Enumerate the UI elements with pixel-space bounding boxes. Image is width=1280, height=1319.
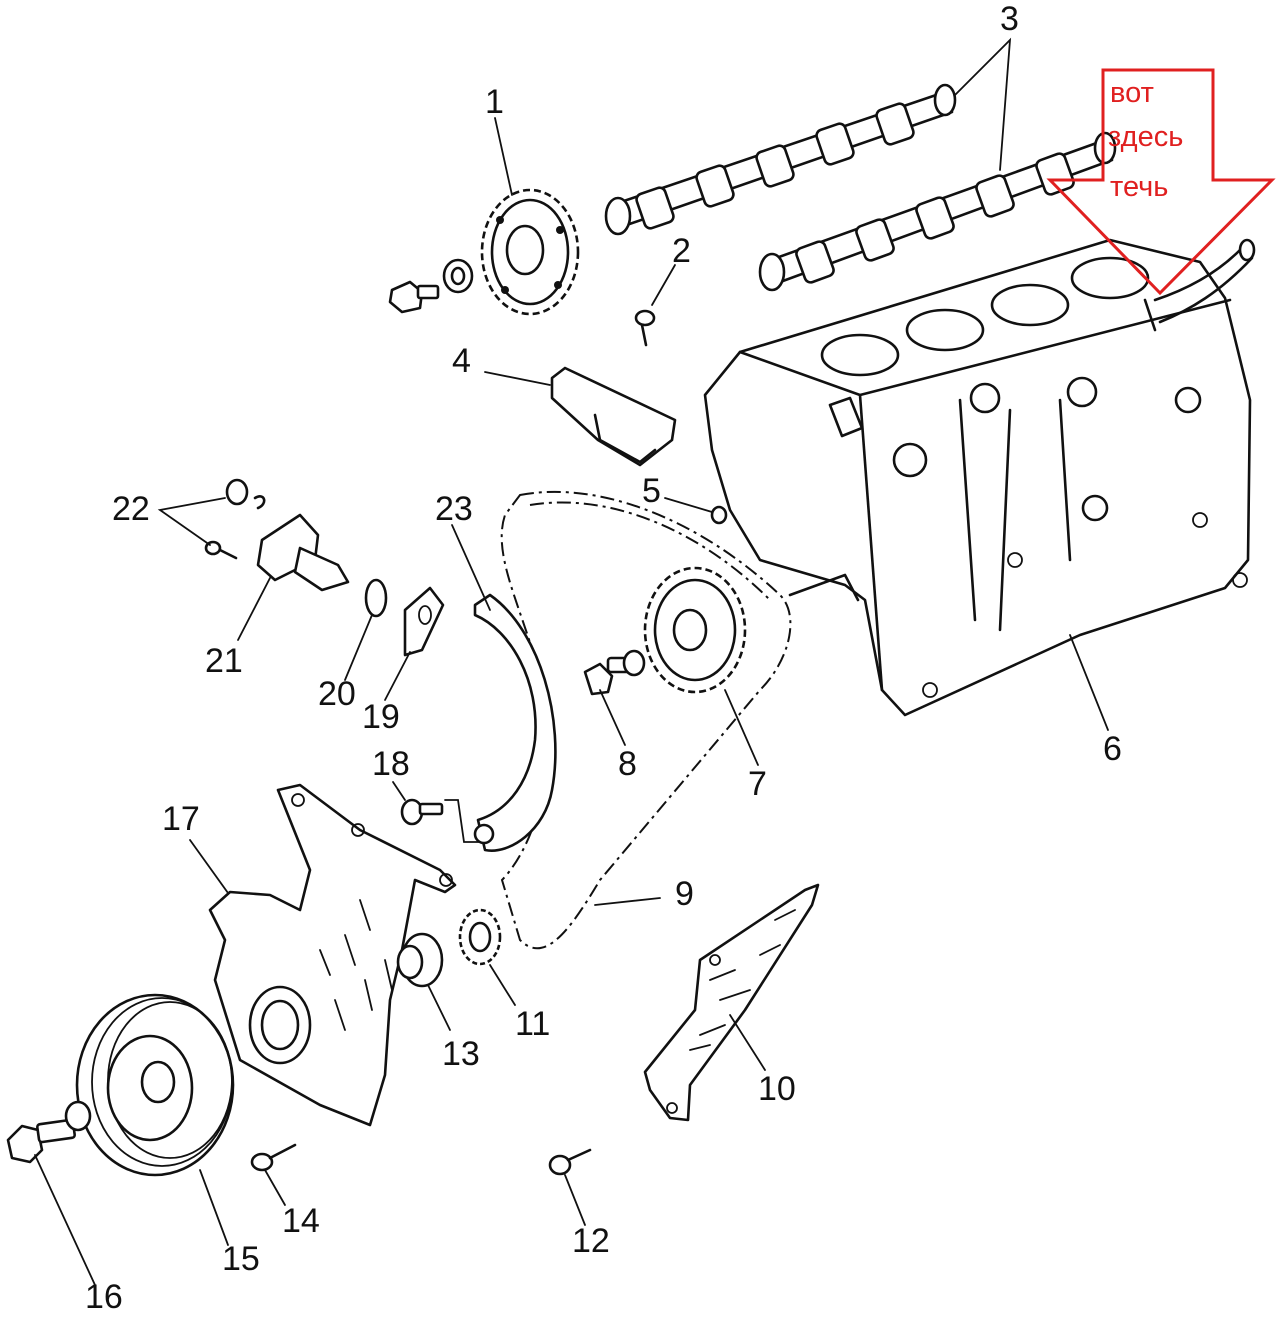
leader-1 [494, 117, 513, 196]
callout-line-1: вот [1110, 77, 1154, 109]
callout-line-2: здесь [1108, 121, 1183, 153]
tensioner-arm [473, 593, 557, 852]
red-arrow-outline [1046, 68, 1276, 296]
label-15: 15 [222, 1240, 260, 1278]
pulley-bolt [6, 1100, 92, 1164]
camshaft-lower [758, 131, 1117, 292]
bolt-2 [634, 309, 656, 347]
leader-3 [954, 37, 1012, 171]
label-17: 17 [162, 800, 200, 838]
label-4: 4 [452, 342, 471, 380]
leader-7 [724, 689, 759, 766]
leader-20 [344, 614, 373, 681]
leader-18 [392, 781, 406, 801]
leader-5 [664, 497, 713, 513]
label-18: 18 [372, 745, 410, 783]
leader-17 [189, 839, 229, 894]
label-2: 2 [672, 232, 691, 270]
bolt-cam [388, 280, 440, 314]
label-23: 23 [435, 490, 473, 528]
leader-22 [157, 497, 226, 546]
leader-11 [489, 964, 516, 1006]
bolt-18 [400, 798, 444, 826]
label-13: 13 [442, 1035, 480, 1073]
bolt-12 [548, 1148, 592, 1176]
gasket [403, 586, 445, 657]
label-12: 12 [572, 1222, 610, 1260]
label-9: 9 [675, 875, 694, 913]
bolt-washer [442, 258, 474, 294]
chain-guide-upper [550, 366, 677, 467]
leader-12 [564, 1174, 586, 1226]
o-ring [364, 578, 388, 618]
leak-callout: вот здесь течь [1046, 68, 1276, 296]
cylinder-block [703, 238, 1256, 717]
leader-13 [427, 984, 451, 1031]
crank-pulley [75, 993, 235, 1177]
label-21: 21 [205, 642, 243, 680]
leader-16 [34, 1154, 96, 1286]
label-1: 1 [485, 83, 504, 121]
label-8: 8 [618, 745, 637, 783]
label-10: 10 [758, 1070, 796, 1108]
label-19: 19 [362, 698, 400, 736]
leader-21 [237, 577, 271, 641]
sprocket-7 [643, 566, 747, 694]
leader-9 [594, 897, 661, 906]
leader-10 [729, 1014, 766, 1071]
label-7: 7 [748, 765, 767, 803]
label-16: 16 [85, 1278, 123, 1316]
label-11: 11 [515, 1005, 550, 1043]
leader-6 [1069, 634, 1109, 731]
label-3: 3 [1000, 0, 1019, 38]
callout-line-3: течь [1110, 171, 1168, 203]
leader-15 [199, 1169, 229, 1246]
seal [396, 932, 444, 988]
leader-19 [384, 651, 411, 701]
leader-2 [651, 264, 676, 306]
leader-23 [451, 524, 491, 611]
fastener-22 [204, 478, 266, 560]
cam-sprocket [480, 188, 580, 316]
label-20: 20 [318, 675, 356, 713]
label-14: 14 [282, 1202, 320, 1240]
chain-tensioner [256, 513, 350, 592]
label-6: 6 [1103, 730, 1122, 768]
label-22: 22 [112, 490, 150, 528]
timing-cover [208, 783, 457, 1127]
leader-8 [599, 689, 626, 746]
bolt-14 [250, 1143, 297, 1172]
bolt-8 [583, 649, 646, 696]
leader-4 [484, 371, 551, 386]
camshaft-upper [604, 83, 957, 236]
crank-sprocket [458, 908, 502, 966]
washer-5 [710, 505, 728, 525]
chain-guide-lower [643, 883, 820, 1122]
leader-14 [264, 1169, 286, 1206]
label-5: 5 [642, 472, 661, 510]
part-labels: 1 2 3 4 5 6 7 8 9 10 11 12 13 14 15 16 1… [85, 0, 1122, 1316]
